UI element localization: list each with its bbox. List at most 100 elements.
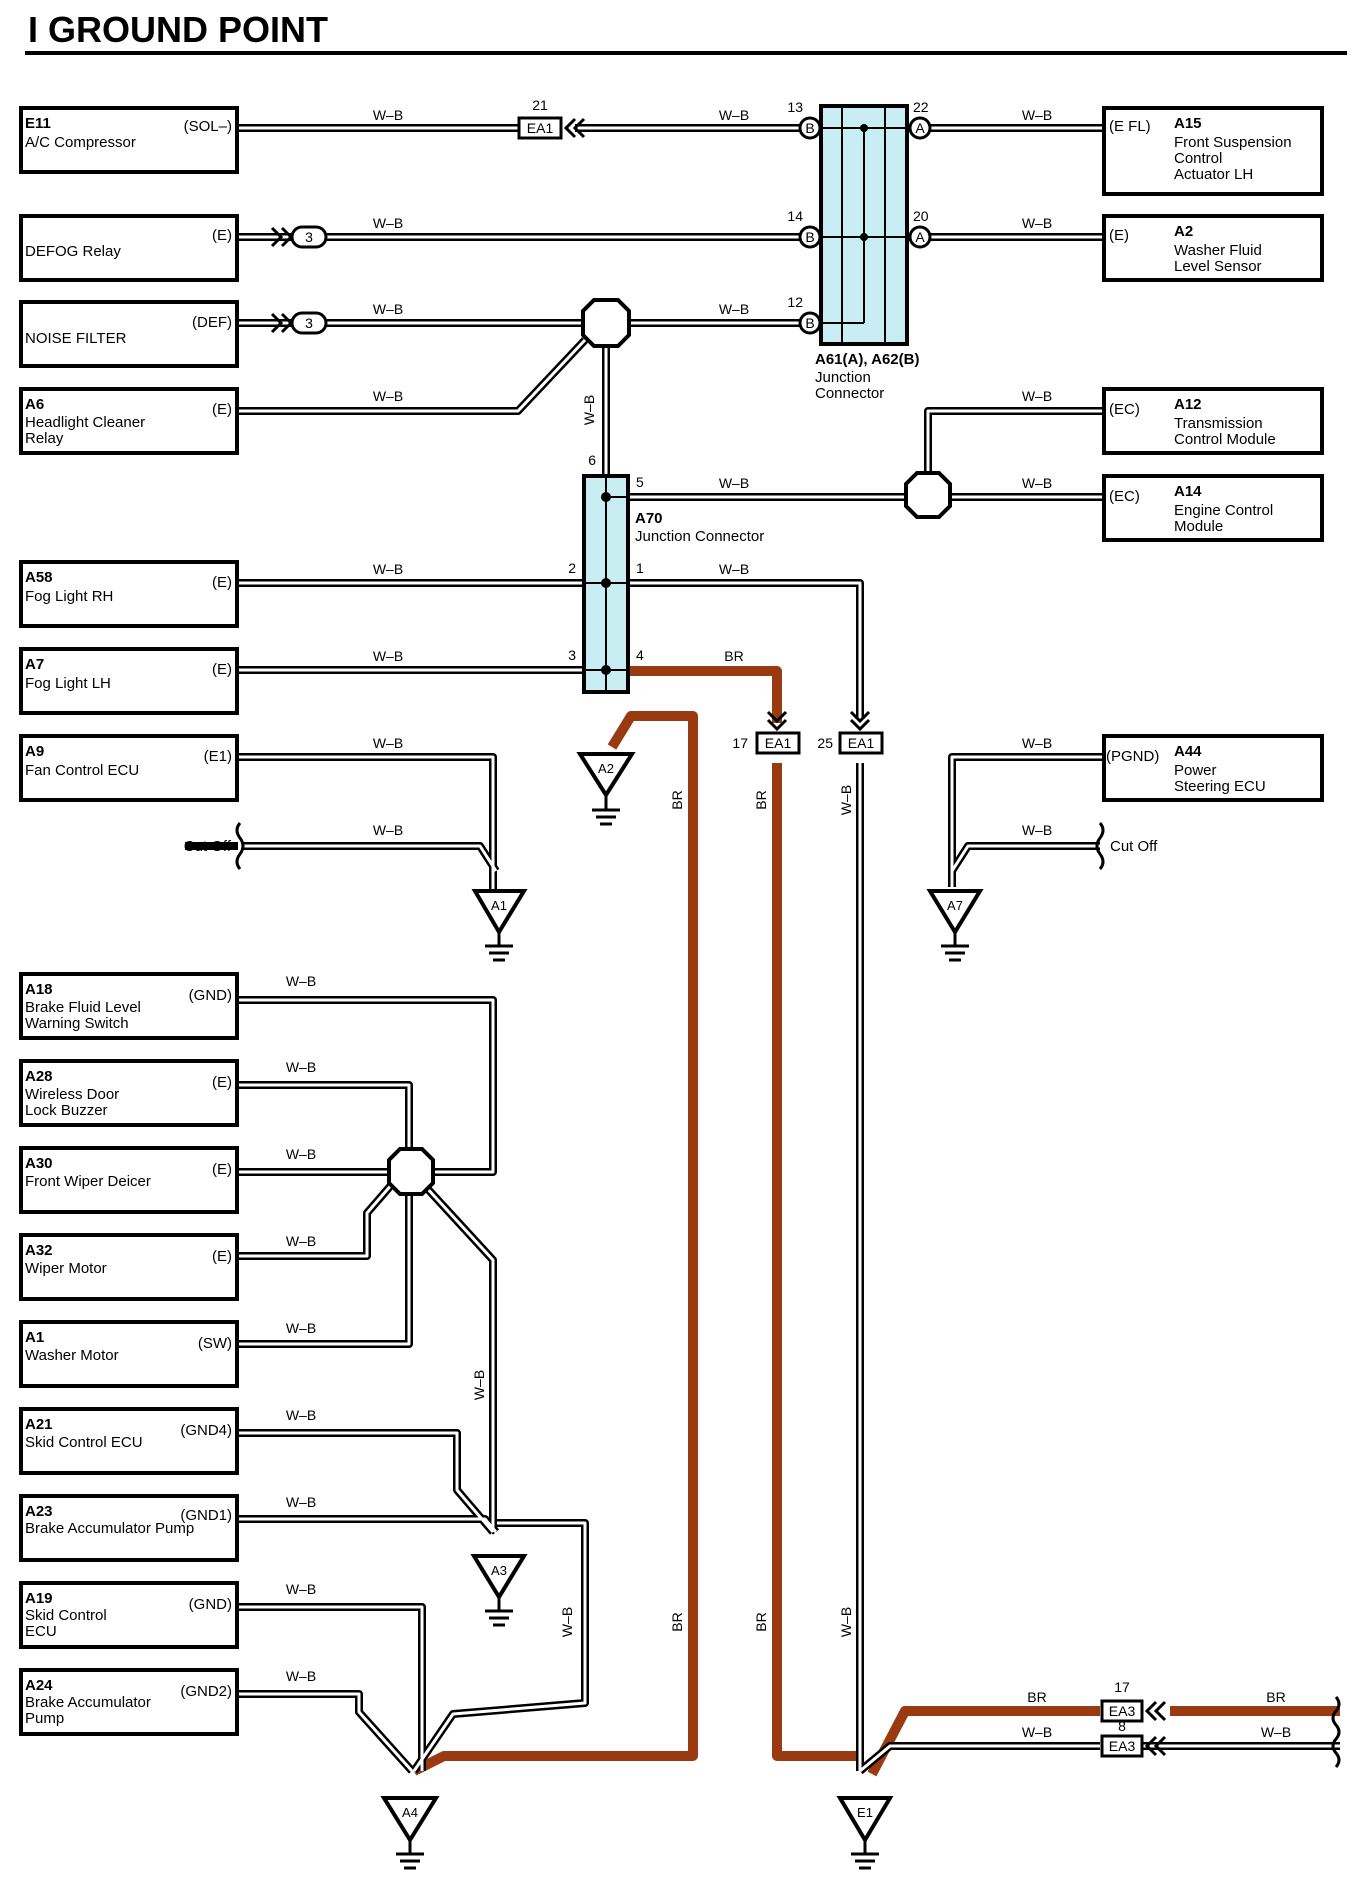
connector-ea3-17 [1100,1699,1144,1723]
ground-label: A7 [947,898,963,913]
component-id: A58 [25,569,53,586]
pin-label: 12 [787,294,803,310]
wire-label: W–B [719,301,749,317]
ground-label: A3 [491,1563,507,1578]
title-rule [25,51,1347,55]
component-box-defog [19,214,239,282]
component-box-a44 [1102,734,1324,802]
component-box-a12 [1102,387,1324,455]
terminal-label: (E1) [204,748,232,765]
component-id: A6 [25,396,44,413]
component-box-a6 [19,387,239,455]
connector-noise [290,311,328,335]
component-box-a19 [19,1581,239,1649]
terminal-label: (EC) [1109,401,1140,418]
side-b-label: B [805,315,814,331]
component-name: Headlight Cleaner [25,414,145,431]
terminal-label: (E) [212,1248,232,1265]
wire-label: W–B [1022,388,1052,404]
component-name: NOISE FILTER [25,330,127,347]
wire-label: W–B [1022,735,1052,751]
component-name: Power [1174,762,1217,779]
cut-off-label: Cut Off [184,838,232,855]
cut-off-label: Cut Off [1110,838,1158,855]
terminal-label: (E) [212,1074,232,1091]
terminal-label: (PGND) [1106,748,1159,765]
junction-a70: 6 5 2 1 3 4 A70 Junction Connector [568,452,764,694]
connector-arrow-icon [849,710,871,732]
terminal-label: (SW) [198,1335,232,1352]
connector-pin: 3 [305,315,313,331]
wb-wires [185,124,1340,1775]
component-boxes-right [1102,106,1324,802]
component-name: Steering ECU [1174,778,1266,795]
component-id: A28 [25,1068,53,1085]
pin-label: 22 [913,99,929,115]
component-name: Level Sensor [1174,258,1262,275]
splice-noise-filter [581,298,631,348]
component-id: A15 [1174,115,1202,132]
terminal-label: (GND) [189,1596,232,1613]
connector-pin: 3 [305,229,313,245]
connector-name: EA3 [1109,1703,1136,1719]
wire-label-vertical: BR [753,790,769,809]
connector-arrow-icon [1144,1700,1167,1722]
wire-label: W–B [373,735,403,751]
wire-label: W–B [286,1668,316,1684]
connector-arrow-icon [563,117,586,139]
component-name: Control Module [1174,431,1276,448]
ground-e1: E1 [836,1796,894,1870]
br-wire-a2-to-a4 [411,711,698,1776]
junction-pin-13 [798,116,822,140]
wire-label: W–B [719,475,749,491]
connector-ea1-17 [755,731,801,755]
connector-ea3-8 [1100,1734,1144,1758]
component-name: Skid Control ECU [25,1434,143,1451]
connector-pin: 25 [817,735,833,751]
component-box-a30 [19,1146,239,1214]
component-name: Lock Buzzer [25,1102,108,1119]
wire-label-vertical: BR [753,1612,769,1631]
component-name: Transmission [1174,415,1263,432]
connector-name: EA1 [848,735,875,751]
component-id: A32 [25,1242,53,1259]
wire-label: BR [724,648,743,664]
terminal-label: (GND4) [180,1422,232,1439]
pin-label: 2 [568,560,576,576]
connector-defog [290,225,328,249]
component-box-a9 [19,734,239,802]
component-name: Skid Control [25,1607,107,1624]
wire-color-labels: W–B W–B W–B W–B W–B W–B W–B W–B W–B W–B … [286,107,1291,1740]
component-box-a1 [19,1320,239,1388]
terminal-label: (DEF) [192,314,232,331]
terminal-label: (GND2) [180,1683,232,1700]
component-box-a2 [1102,214,1324,282]
wire-label: W–B [1022,215,1052,231]
component-id: A9 [25,743,44,760]
component-id: A30 [25,1155,53,1172]
terminal-label: (EC) [1109,488,1140,505]
component-name: Front Wiper Deicer [25,1173,151,1190]
component-box-a21 [19,1407,239,1475]
component-name: Actuator LH [1174,166,1253,183]
ground-label: A2 [598,761,614,776]
component-name: Relay [25,430,64,447]
ground-a7: A7 [926,889,984,962]
component-id: A19 [25,1590,53,1607]
component-name: Brake Fluid Level [25,999,141,1016]
pin-label: 6 [588,452,596,468]
wire-label-vertical: BR [669,1612,685,1631]
component-box-a24 [19,1668,239,1736]
cut-off-right-icon [1095,822,1105,870]
wire-label-vertical: W–B [559,1607,575,1637]
component-name: Wireless Door [25,1086,119,1103]
inline-connectors: EA1 21 3 3 EA1 17 EA1 25 EA3 17 EA3 8 [235,97,1341,1768]
component-box-a14 [1102,474,1324,542]
splice-lower-left [387,1147,435,1196]
wire-label: W–B [286,1233,316,1249]
wire-label: W–B [1022,107,1052,123]
side-b-label: B [805,229,814,245]
junction-pin-22 [908,116,932,140]
ground-label: A1 [491,898,507,913]
wire-label: W–B [373,107,403,123]
